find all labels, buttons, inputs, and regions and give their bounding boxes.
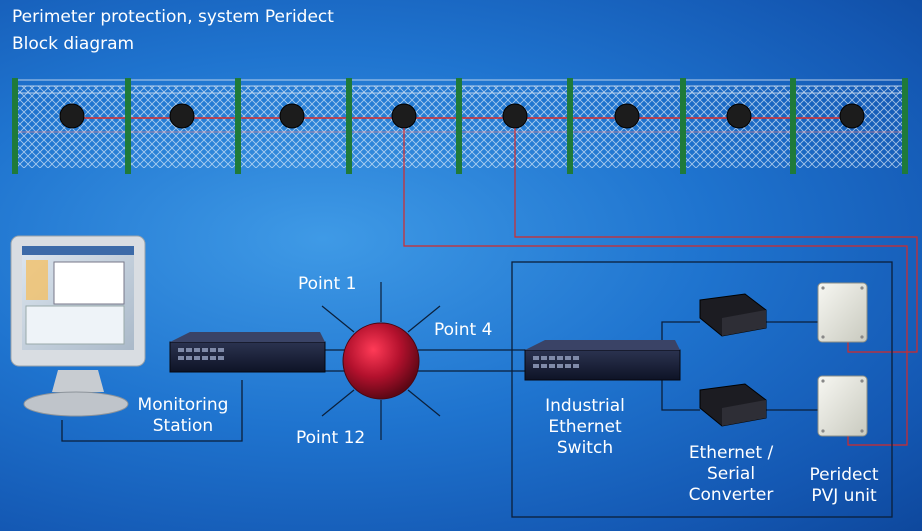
fence-sensor-icon	[614, 103, 640, 129]
converter-icon	[699, 383, 767, 427]
converter-label: Ethernet / Serial Converter	[688, 443, 774, 505]
point-1-label: Point 1	[298, 274, 357, 294]
perimeter-fence	[12, 78, 908, 174]
converter-icon	[699, 293, 767, 337]
sensor-cables	[403, 128, 918, 446]
fence-posts	[12, 78, 908, 174]
industrial-switch-label: Industrial Ethernet Switch	[545, 396, 625, 458]
fence-sensor-icon	[839, 103, 865, 129]
sensor-unit-icon	[817, 282, 868, 343]
fence-sensor-icon	[59, 103, 85, 129]
network-hub-icon	[321, 282, 441, 440]
monitoring-station-label: Monitoring Station	[137, 395, 229, 436]
sensor-unit-icon	[817, 375, 868, 437]
network-enclosure	[511, 261, 893, 518]
monitor-icon	[10, 235, 146, 417]
fence-sensor-icon	[502, 103, 528, 129]
fence-sensor-icon	[726, 103, 752, 129]
pvj-unit-label: Peridect PVJ unit	[809, 465, 879, 506]
network-switch-icon	[169, 332, 326, 373]
point-4-label: Point 4	[434, 320, 493, 340]
diagram-title: Perimeter protection, system Peridect	[12, 7, 334, 27]
fence-sensor-icon	[169, 103, 195, 129]
point-12-label: Point 12	[296, 428, 366, 448]
fence-sensor-icon	[279, 103, 305, 129]
diagram-subtitle: Block diagram	[12, 34, 135, 54]
fence-sensor-icon	[391, 103, 417, 129]
network-switch-icon	[524, 340, 681, 381]
